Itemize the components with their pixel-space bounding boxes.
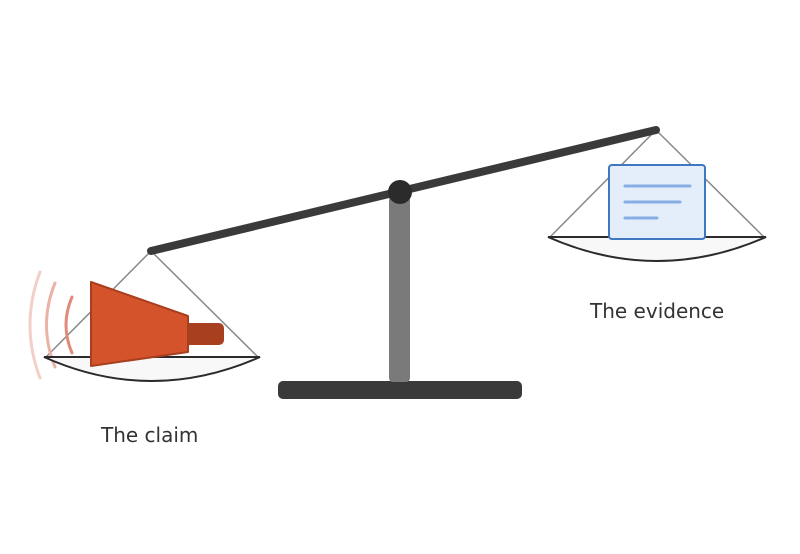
scale-pillar [389, 196, 410, 382]
claim-label: The claim [101, 423, 199, 447]
right-pan-string-right [655, 129, 765, 238]
scale-base [278, 381, 522, 399]
scale-pivot [388, 180, 412, 204]
megaphone-cone [90, 281, 189, 367]
left-pan-string-right [150, 250, 259, 358]
megaphone-handle [184, 323, 224, 345]
left-pan-bowl [43, 356, 261, 382]
right-pan-bowl [547, 236, 767, 262]
evidence-label: The evidence [590, 299, 725, 323]
right-pan-string-left [549, 129, 657, 238]
megaphone-icon [90, 281, 224, 367]
document-icon [608, 164, 706, 240]
